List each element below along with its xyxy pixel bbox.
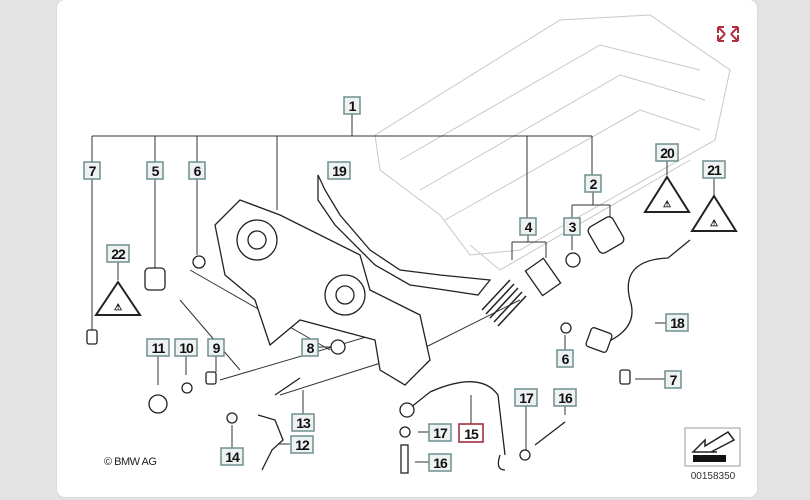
callout-6b[interactable]: 6: [556, 349, 574, 368]
callout-3[interactable]: 3: [563, 217, 581, 236]
vanos-housing-drawing: [214, 199, 431, 386]
callout-number: 7: [89, 163, 97, 179]
callout-number: 3: [569, 219, 577, 235]
callout-number: 20: [660, 145, 675, 161]
callout-12[interactable]: 12: [290, 435, 314, 454]
warning-triangle-icon: ⚠: [94, 280, 142, 316]
callout-number: 13: [296, 415, 311, 431]
callout-16[interactable]: 16: [553, 388, 577, 407]
callout-22[interactable]: 22: [106, 244, 130, 263]
callout-number: 4: [525, 219, 533, 235]
callout-7b[interactable]: 7: [664, 370, 682, 389]
oil-line-drawing: [409, 381, 506, 456]
callout-number: 14: [225, 449, 240, 465]
callout-20[interactable]: 20: [655, 143, 679, 162]
callout-number: 18: [670, 315, 685, 331]
expand-icon[interactable]: [717, 26, 739, 42]
copyright-text: © BMW AG: [104, 456, 156, 468]
callout-number: 21: [707, 162, 722, 178]
piston-drawing: [524, 257, 562, 297]
arrow-down-left-icon[interactable]: [684, 427, 741, 467]
callout-21[interactable]: 21: [702, 160, 726, 179]
callout-number: 8: [307, 340, 315, 356]
solenoid-small-drawing: [144, 267, 166, 291]
callout-15-selected[interactable]: 15: [458, 423, 484, 443]
callout-7[interactable]: 7: [83, 161, 101, 180]
callout-number: 5: [152, 163, 160, 179]
svg-text:⚠: ⚠: [663, 199, 671, 209]
callout-number: 6: [194, 163, 202, 179]
leader-lines: [91, 113, 715, 463]
callout-6[interactable]: 6: [188, 161, 206, 180]
callout-number: 12: [295, 437, 310, 453]
warning-triangle-icon: ⚠: [643, 175, 691, 213]
gasket-drawing: [317, 174, 492, 296]
callout-number: 11: [152, 340, 166, 356]
callout-17b[interactable]: 17: [428, 423, 452, 442]
callout-19[interactable]: 19: [327, 161, 351, 180]
callout-13[interactable]: 13: [291, 413, 315, 432]
callout-18[interactable]: 18: [665, 313, 689, 332]
callout-number: 15: [464, 426, 479, 442]
callout-number: 2: [590, 176, 598, 192]
callout-11[interactable]: 11: [146, 338, 170, 357]
bracket-drawing: [257, 414, 284, 471]
callout-number: 9: [213, 340, 221, 356]
callout-9[interactable]: 9: [207, 338, 225, 357]
callout-16b[interactable]: 16: [428, 453, 452, 472]
callout-number: 7: [670, 372, 678, 388]
warning-triangle-icon: ⚠: [690, 194, 738, 232]
callout-number: 22: [111, 246, 126, 262]
callout-4[interactable]: 4: [519, 217, 537, 236]
callout-number: 1: [349, 98, 357, 114]
sensor-drawing: [585, 327, 613, 353]
solenoid-drawing: [587, 216, 625, 254]
cylinder-head-drawing: [374, 14, 731, 271]
callout-number: 17: [433, 425, 448, 441]
callout-number: 16: [433, 455, 448, 471]
callout-1[interactable]: 1: [343, 96, 361, 115]
callout-number: 17: [519, 390, 534, 406]
callout-number: 19: [332, 163, 347, 179]
callout-8[interactable]: 8: [301, 338, 319, 357]
sensor-cable-drawing: [599, 239, 691, 346]
reference-number: 00158350: [691, 471, 736, 482]
callout-2[interactable]: 2: [584, 174, 602, 193]
svg-text:⚠: ⚠: [114, 302, 122, 312]
callout-number: 16: [558, 390, 573, 406]
callout-10[interactable]: 10: [174, 338, 198, 357]
svg-text:⚠: ⚠: [710, 218, 718, 228]
callout-14[interactable]: 14: [220, 447, 244, 466]
callout-number: 10: [179, 340, 194, 356]
callout-number: 6: [562, 351, 570, 367]
callout-17[interactable]: 17: [514, 388, 538, 407]
callout-5[interactable]: 5: [146, 161, 164, 180]
spring-drawing: [481, 279, 527, 327]
o-ring-drawing: [565, 252, 581, 268]
